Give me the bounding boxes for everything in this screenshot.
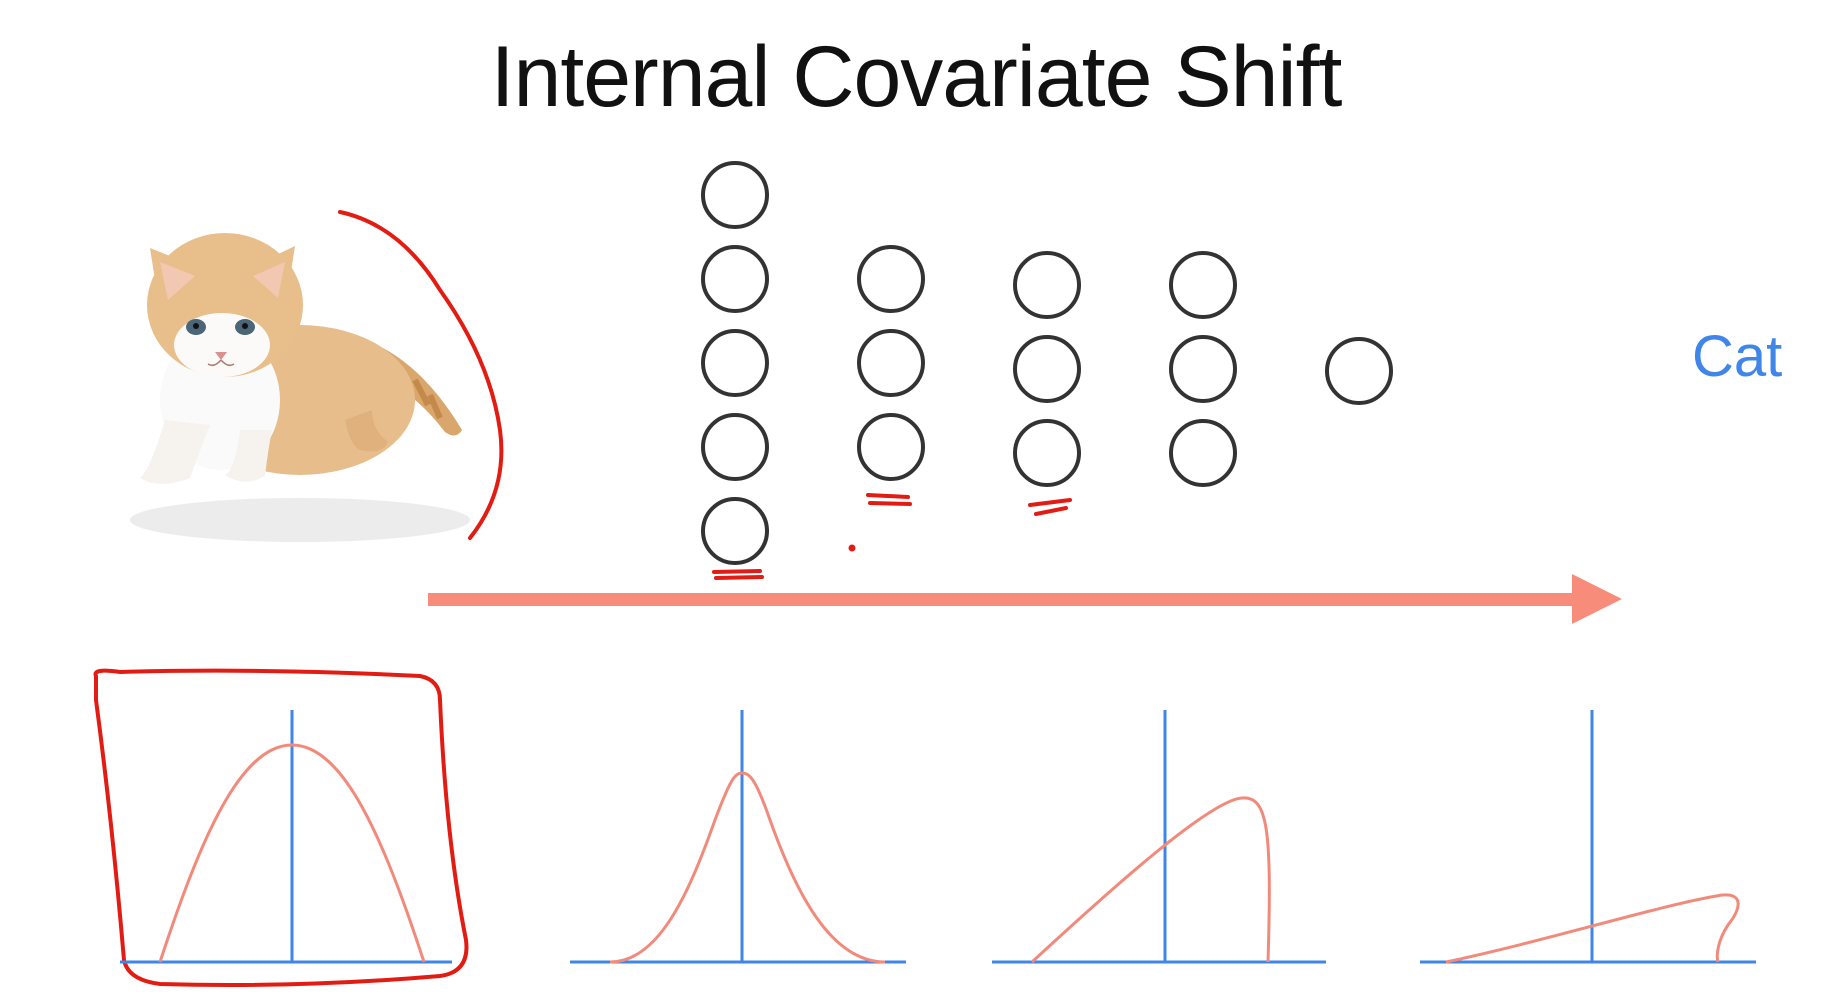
- neuron-layer1-2: [701, 245, 769, 313]
- output-label: Cat: [1692, 324, 1783, 389]
- layer-annotations: [712, 493, 1072, 580]
- neuron-layer4-1: [1169, 251, 1237, 319]
- page-title: Internal Covariate Shift: [490, 29, 1343, 125]
- neuron-layer5-1: [1325, 337, 1393, 405]
- distribution-plot-3: [992, 710, 1326, 964]
- forward-pass-arrow: [428, 574, 1622, 624]
- neural-network: [701, 161, 1393, 565]
- distribution-plot-2: [570, 710, 906, 964]
- neuron-layer1-1: [701, 161, 769, 229]
- neuron-layer3-1: [1013, 251, 1081, 319]
- neuron-layer2-3: [857, 413, 925, 481]
- neuron-layer3-3: [1013, 419, 1081, 487]
- kitten-annotation-arc: [338, 210, 504, 540]
- distribution-highlight-box: [93, 668, 469, 987]
- neuron-layer4-2: [1169, 335, 1237, 403]
- neuron-layer1-3: [701, 329, 769, 397]
- distribution-plot-4: [1420, 710, 1756, 964]
- neuron-layer2-1: [857, 245, 925, 313]
- neuron-layer1-4: [701, 413, 769, 481]
- neuron-layer1-5: [701, 497, 769, 565]
- distribution-plot-1: [120, 710, 452, 964]
- kitten-image: [130, 233, 470, 542]
- neuron-layer3-2: [1013, 335, 1081, 403]
- neuron-layer4-3: [1169, 419, 1237, 487]
- neuron-layer2-2: [857, 329, 925, 397]
